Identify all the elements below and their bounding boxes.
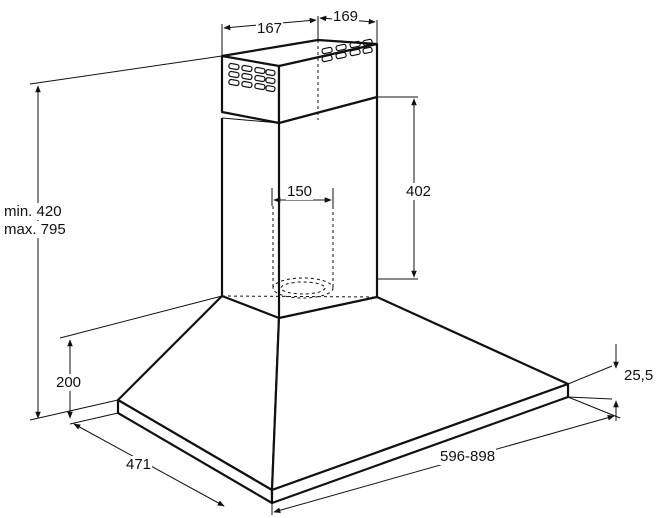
duct-inner-ellipse <box>280 281 326 295</box>
hood-hidden-top-edge <box>221 295 378 298</box>
label-background <box>125 456 153 473</box>
chimney-lower <box>220 96 379 318</box>
label-hood-depth: 471 <box>126 456 151 473</box>
label-rim-thickness: 25,5 <box>624 367 653 384</box>
hood-body <box>116 294 570 505</box>
dimension-labels: 167 169 150 402 min. 420 max. 795 200 25… <box>3 8 655 473</box>
label-background <box>3 221 67 238</box>
label-background <box>405 183 433 200</box>
label-height-max: max. 795 <box>4 221 66 238</box>
label-hood-width: 596-898 <box>440 448 495 465</box>
label-background <box>55 374 83 391</box>
label-background <box>3 203 63 220</box>
vent-slots-icon <box>228 38 373 93</box>
label-chimney-depth: 169 <box>333 8 358 25</box>
duct-sides <box>272 206 334 288</box>
extension-lines <box>29 16 621 515</box>
label-background <box>256 20 284 37</box>
duct-bottom-ellipse <box>272 277 334 299</box>
label-background <box>286 183 314 200</box>
label-background <box>439 448 497 465</box>
label-background <box>623 367 655 384</box>
hood-front-face <box>270 295 570 492</box>
exhaust-duct <box>221 206 334 299</box>
label-chimney-width: 167 <box>257 20 282 37</box>
label-chimney-section: 402 <box>406 183 431 200</box>
label-hood-height: 200 <box>56 374 81 391</box>
label-background <box>332 8 360 25</box>
label-duct-diameter: 150 <box>287 183 312 200</box>
label-height-min: min. 420 <box>4 203 62 220</box>
